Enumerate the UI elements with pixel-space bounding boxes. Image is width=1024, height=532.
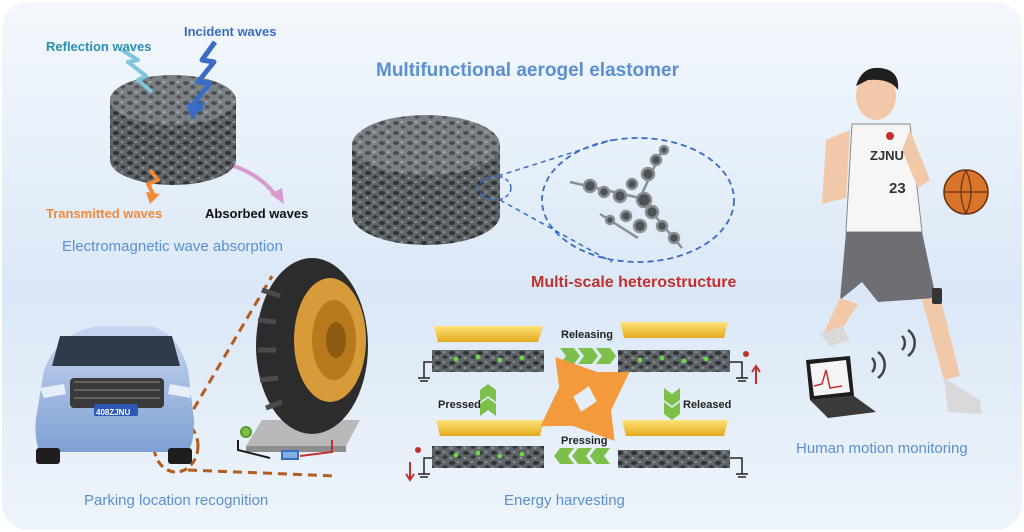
tire: [256, 258, 368, 434]
laptop: [806, 356, 876, 418]
reflection-wave-arrow: [120, 48, 154, 94]
transmitted-wave-arrow: [146, 168, 160, 197]
callout-line-upper: [184, 275, 274, 423]
car: [35, 326, 194, 464]
released-arrow: [664, 388, 680, 420]
transmitted-waves-label: Transmitted waves: [46, 206, 163, 221]
reflection-waves-label: Reflection waves: [46, 39, 152, 54]
absorbed-wave-head: [270, 188, 284, 204]
zoom-circle: [541, 137, 735, 263]
parking-caption: Parking location recognition: [84, 492, 269, 509]
callout-line-lower: [187, 468, 337, 478]
basketball-player: [820, 67, 982, 414]
zoom-source-circle: [478, 175, 512, 201]
callout-circle: [152, 418, 200, 474]
wireless-signal-icon: [871, 328, 916, 380]
figure-title: Multifunctional aerogel elastomer: [376, 60, 679, 81]
jersey-number-label: 23: [889, 180, 906, 197]
absorbed-waves-label: Absorbed waves: [205, 206, 309, 221]
teng-cell-top-left: [418, 326, 544, 382]
releasing-label: Releasing: [561, 329, 613, 341]
heterostructure-caption: Multi-scale heterostructure: [531, 274, 737, 291]
basketball-seams: [944, 169, 988, 215]
heterostructure-network: [569, 144, 683, 249]
energy-harvesting-caption: Energy harvesting: [504, 492, 625, 509]
em-absorption-caption: Electromagnetic wave absorption: [62, 238, 283, 255]
pressed-label: Pressed: [438, 399, 481, 411]
teng-cell-bottom-right: [618, 420, 748, 478]
pressed-arrow: [480, 384, 496, 416]
jersey-team-label: ZJNU: [870, 148, 904, 163]
incident-wave-head: [186, 102, 206, 120]
cycle-arrows: [540, 357, 630, 441]
incident-waves-label: Incident waves: [184, 24, 277, 39]
pressing-arrow: [554, 448, 610, 464]
teng-cell-bottom-left: [405, 420, 544, 482]
human-motion-caption: Human motion monitoring: [796, 440, 968, 457]
pressing-label: Pressing: [561, 435, 608, 447]
central-aerogel-cylinder: [352, 115, 500, 245]
license-plate-label: 408ZJNU: [96, 408, 131, 417]
em-absorption-cylinder: [110, 75, 236, 185]
released-label: Released: [683, 399, 732, 411]
circuit: [237, 426, 333, 460]
releasing-arrow: [560, 348, 616, 364]
teng-cell-top-right: [618, 322, 761, 384]
transmitted-wave-head: [146, 192, 160, 204]
